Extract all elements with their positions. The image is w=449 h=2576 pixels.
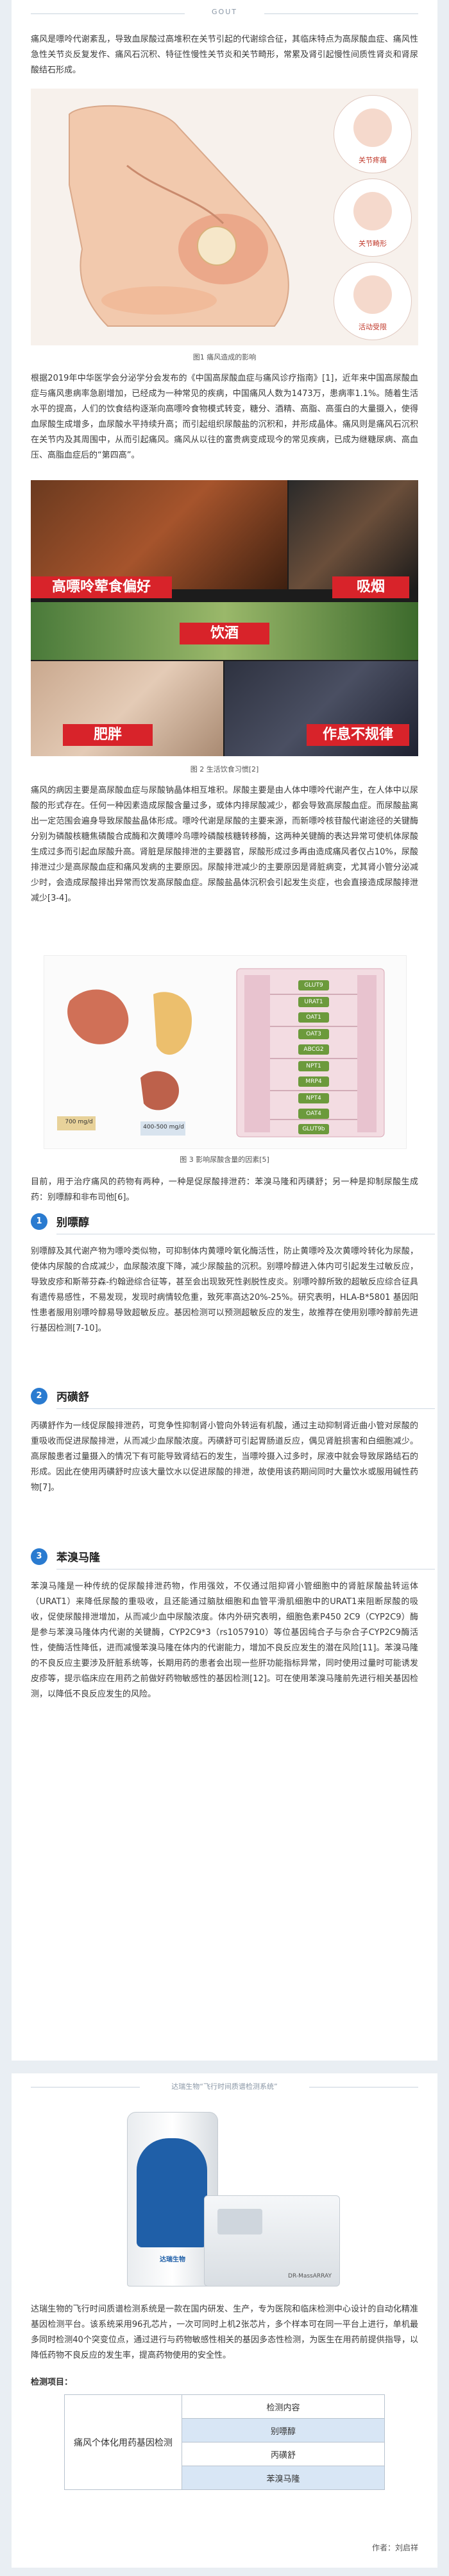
table-cell-allopurinol: 别嘌醇 — [182, 2418, 385, 2442]
section-1-number: 1 — [31, 1213, 47, 1230]
figure-1-label-pain: 关节疼痛 — [359, 156, 387, 164]
label-smoking: 吸烟 — [332, 576, 409, 598]
table-row: 苯溴马隆 — [65, 2466, 385, 2490]
table-row: 别嘌醇 — [65, 2418, 385, 2442]
test-items-table: 痛风个体化用药基因检测 检测内容 别嘌醇 丙磺舒 苯溴马隆 — [64, 2394, 385, 2490]
intro-paragraph: 痛风是嘌呤代谢紊乱，导致血尿酸过高堆积在关节引起的代谢综合征，其临床特点为高尿酸… — [31, 35, 418, 75]
diagram-tag: URAT1 — [298, 997, 329, 1007]
diagram-tag: OAT4 — [298, 1109, 329, 1119]
header-divider-left — [31, 13, 185, 14]
diagram-tag: GLUT9 — [298, 980, 329, 990]
product-divider-left — [31, 2087, 140, 2088]
figure-1-callout-pain: 关节疼痛 — [334, 95, 412, 173]
table-header-cell: 检测内容 — [182, 2394, 385, 2419]
article-header: GOUT — [12, 4, 437, 23]
uric-acid-factors-diagram — [57, 968, 385, 1137]
author-line: 作者：刘启祥 — [371, 2543, 418, 2552]
mass-spectrometer-device: 达瑞生物 DR-MassARRAY — [101, 2105, 348, 2292]
treatment-paragraph: 目前，用于治疗痛风的药物有两种，一种是促尿酸排泄药：苯溴马隆和丙磺舒；另一种是抑… — [31, 1177, 418, 1202]
product-card-title: 达瑞生物“飞行时间质谱检测系统” — [171, 2082, 278, 2091]
photo-smoking — [289, 480, 418, 589]
article-card: GOUT 痛风是嘌呤代谢紊乱，导致血尿酸过高堆积在关节引起的代谢综合征，其临床特… — [12, 0, 437, 2061]
diagram-note-bottom: 400-500 mg/d — [143, 1124, 184, 1130]
diagram-tag: ABCG2 — [298, 1044, 329, 1055]
section-2-number: 2 — [31, 1388, 47, 1405]
header-title: GOUT — [212, 8, 237, 16]
table-left-label: 痛风个体化用药基因检测 — [64, 2394, 182, 2490]
figure-1-label-deformity: 关节畸形 — [359, 239, 387, 248]
figure-1: 关节疼痛 关节畸形 活动受限 — [31, 89, 418, 345]
diagram-note-left: 700 mg/d — [65, 1119, 93, 1125]
label-high-purine: 高嘌呤荤食偏好 — [31, 576, 172, 598]
figure-3-caption: 图 3 影响尿酸含量的因素[5] — [180, 1155, 269, 1164]
device-blue-panel — [137, 2138, 207, 2247]
section-2-body: 丙磺舒作为一线促尿酸排泄药，可竞争性抑制肾小管向外转运有机酸，通过主动抑制肾近曲… — [31, 1421, 418, 1492]
figure-1-label-mobility: 活动受限 — [359, 323, 387, 331]
figure-2: 高嘌呤荤食偏好 吸烟 饮酒 肥胖 作息不规律 — [31, 480, 418, 756]
section-2-divider — [56, 1408, 435, 1409]
header-divider-right — [264, 13, 418, 14]
section-2-title: 丙磺舒 — [56, 1391, 89, 1404]
section-1-body: 别嘌醇及其代谢产物为嘌呤类似物，可抑制体内黄嘌呤氧化酶活性，防止黄嘌呤及次黄嘌呤… — [31, 1247, 418, 1333]
device-base: DR-MassARRAY — [204, 2195, 340, 2286]
joint-deformity-icon — [353, 192, 392, 230]
diagram-tag: MRP4 — [298, 1076, 329, 1087]
label-obesity: 肥胖 — [63, 724, 153, 746]
device-brand: 达瑞生物 — [160, 2256, 185, 2263]
diagram-tag: GLUT9b — [298, 1124, 329, 1134]
diagram-tag: OAT1 — [298, 1012, 329, 1023]
figure-1-callout-deformity: 关节畸形 — [334, 178, 412, 257]
device-model: DR-MassARRAY — [288, 2273, 332, 2279]
figure-1-caption: 图1 痛风造成的影响 — [192, 353, 257, 361]
device-sample-slot — [217, 2209, 262, 2235]
diagram-tag: NPT4 — [298, 1093, 329, 1103]
joint-pain-icon — [353, 108, 392, 147]
table-cell-probenecid: 丙磺舒 — [182, 2442, 385, 2466]
label-irregular-schedule: 作息不规律 — [307, 724, 409, 746]
figure-1-callout-mobility: 活动受限 — [334, 262, 412, 340]
product-paragraph: 达瑞生物的飞行时间质谱检测系统是一款在国内研发、生产，专为医院和临床检测中心设计… — [31, 2304, 418, 2360]
product-divider-right — [309, 2087, 418, 2088]
diagram-tag: OAT3 — [298, 1029, 329, 1039]
section-3-number: 3 — [31, 1548, 47, 1565]
table-row: 丙磺舒 — [65, 2442, 385, 2466]
prevalence-paragraph: 根据2019年中华医学会分泌学分会发布的《中国高尿酸血症与痛风诊疗指南》[1]，… — [31, 374, 418, 460]
figure-2-caption: 图 2 生活饮食习惯[2] — [190, 765, 259, 774]
table-cell-benzbromarone: 苯溴马隆 — [182, 2466, 385, 2490]
section-1-title: 别嘌醇 — [56, 1216, 89, 1229]
limited-mobility-icon — [353, 275, 392, 314]
test-items-label: 检测项目： — [31, 2378, 73, 2387]
figure-3: GLUT9 URAT1 OAT1 OAT3 ABCG2 NPT1 MRP4 NP… — [44, 955, 407, 1149]
table-row: 痛风个体化用药基因检测 检测内容 — [64, 2394, 385, 2490]
device-tower: 达瑞生物 — [127, 2112, 218, 2286]
section-3-body: 苯溴马隆是一种传统的促尿酸排泄药物，作用强效，不仅通过阻抑肾小管细胞中的肾脏尿酸… — [31, 1582, 418, 1699]
section-3-title: 苯溴马隆 — [56, 1552, 100, 1564]
photo-meat — [31, 480, 287, 589]
product-card-header: 达瑞生物“飞行时间质谱检测系统” — [12, 2077, 437, 2096]
product-card: 达瑞生物“飞行时间质谱检测系统” 达瑞生物 DR-MassARRAY 达瑞生物的… — [12, 2073, 437, 2568]
label-drinking: 饮酒 — [180, 623, 269, 644]
diagram-tag: NPT1 — [298, 1061, 329, 1071]
pathology-paragraph: 痛风的病因主要是高尿酸血症与尿酸钠晶体相互堆积。尿酸主要是由人体中嘌呤代谢产生，… — [31, 786, 418, 903]
